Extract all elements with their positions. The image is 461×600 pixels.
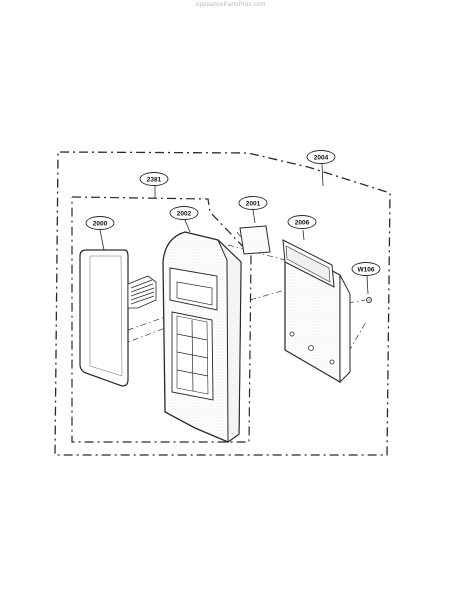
ribbon-cable xyxy=(127,275,157,309)
callout-2001: 2001 xyxy=(246,201,261,208)
callout-2004: 2004 xyxy=(314,155,329,162)
callout-labels: 2004 2381 2000 2002 2001 2006 W106 xyxy=(93,155,375,274)
part-w106-screw xyxy=(366,297,372,303)
callout-2381: 2381 xyxy=(147,177,162,184)
assembly-boundary-2381 xyxy=(71,196,252,443)
watermark-text: AppliancePartsPros.com xyxy=(195,2,266,8)
part-2001-cushion xyxy=(239,225,271,255)
callout-2000: 2000 xyxy=(93,221,108,228)
part-2006-pcb xyxy=(282,239,351,384)
part-2002-control-panel xyxy=(162,231,242,443)
callout-leaders xyxy=(99,163,369,295)
part-2000-window xyxy=(79,249,129,387)
callout-2006: 2006 xyxy=(295,220,310,227)
callout-ovals xyxy=(85,150,381,276)
callout-2002: 2002 xyxy=(177,211,192,218)
callout-w106: W106 xyxy=(358,267,375,274)
